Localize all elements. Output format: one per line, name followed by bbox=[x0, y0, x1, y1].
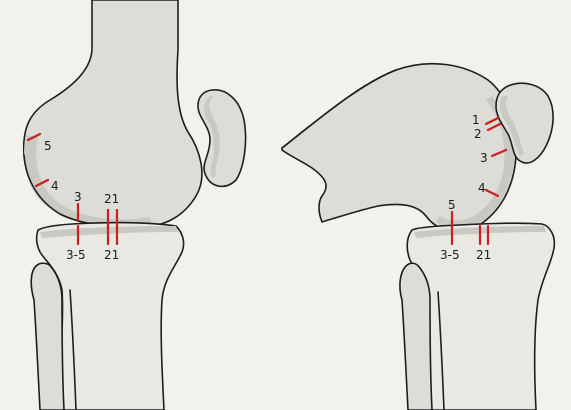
left-label-3: 3 bbox=[74, 190, 82, 204]
left-label-21-bottom: 21 bbox=[104, 248, 119, 262]
left-label-21-top: 21 bbox=[104, 192, 119, 206]
left-knee-view bbox=[24, 0, 246, 410]
right-label-1: 1 bbox=[472, 113, 480, 127]
right-femur bbox=[282, 64, 516, 231]
right-knee-view bbox=[282, 64, 554, 410]
right-label-5: 5 bbox=[448, 198, 456, 212]
right-label-2: 2 bbox=[474, 127, 482, 141]
right-label-4: 4 bbox=[478, 181, 486, 195]
left-label-3-5: 3-5 bbox=[66, 248, 86, 262]
left-label-5: 5 bbox=[44, 139, 52, 153]
right-label-21: 21 bbox=[476, 248, 491, 262]
left-label-4: 4 bbox=[51, 179, 59, 193]
right-label-3-5: 3-5 bbox=[440, 248, 460, 262]
left-fibula bbox=[31, 263, 64, 410]
right-label-3: 3 bbox=[480, 151, 488, 165]
right-fibula bbox=[400, 263, 432, 410]
